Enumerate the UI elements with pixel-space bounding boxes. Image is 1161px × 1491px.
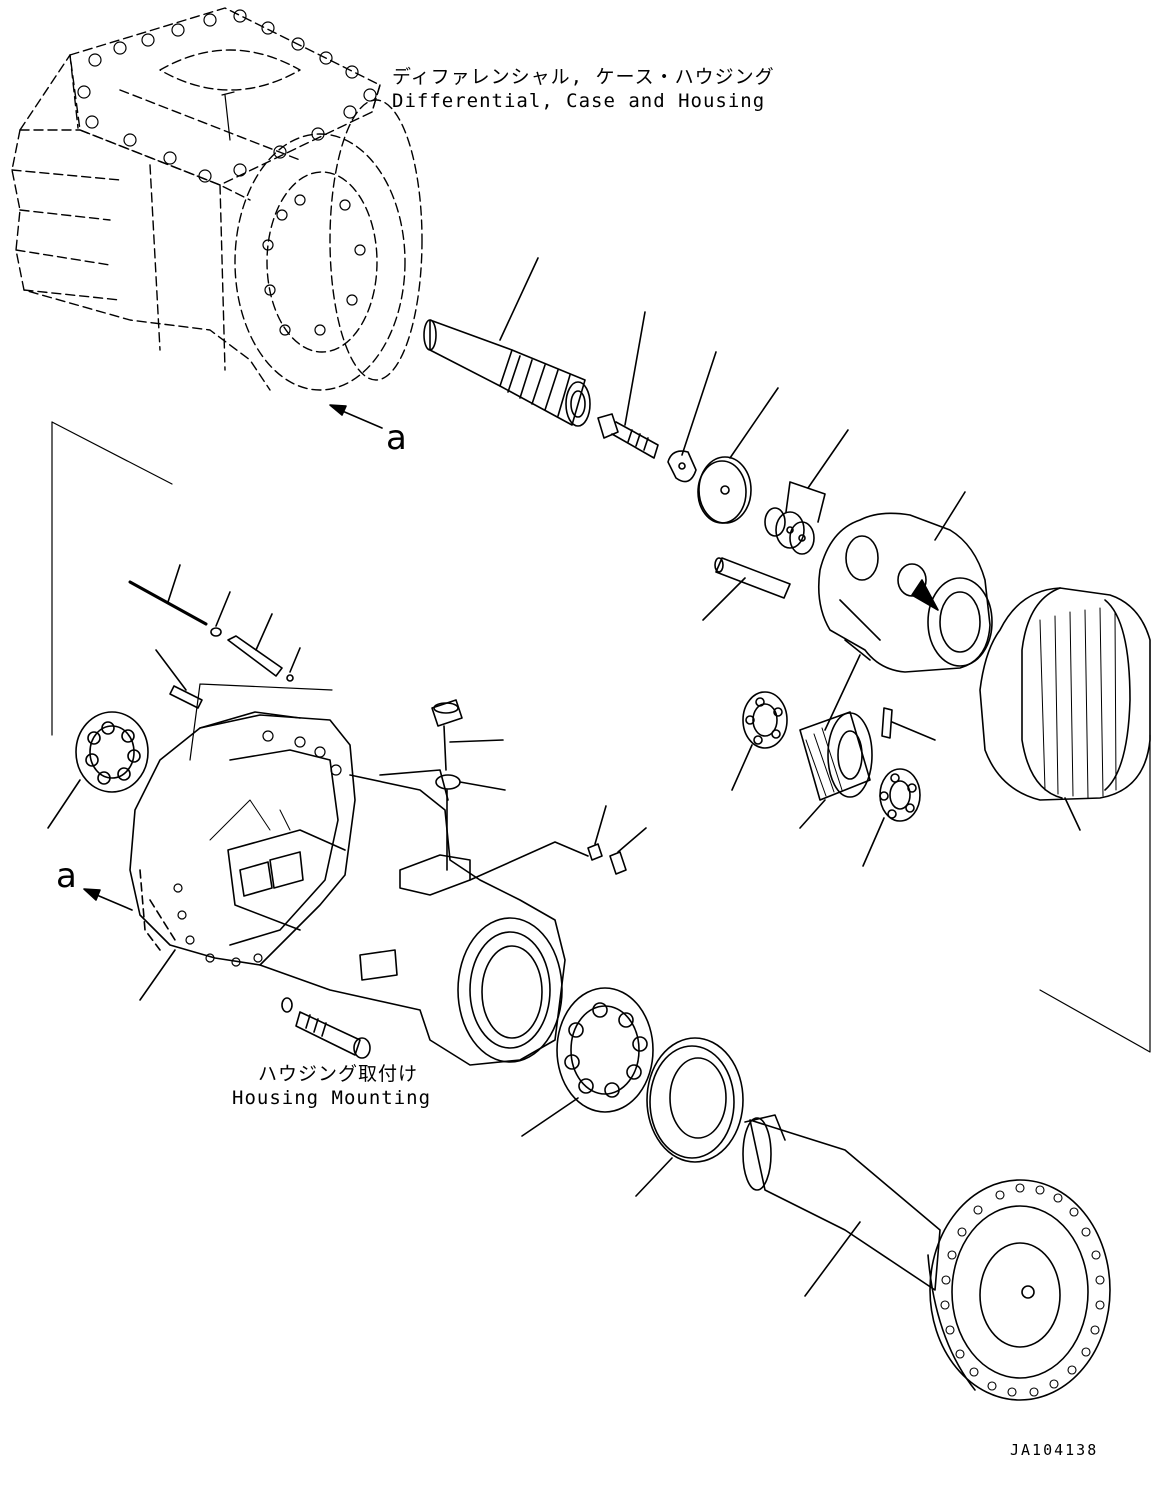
housing-lead [140,950,175,1000]
ring-gear [980,588,1150,830]
breather-o-ring [436,775,505,870]
bearing-bottom [522,988,653,1136]
oil-seal [636,1038,743,1196]
small-rod [130,565,206,624]
view-arrow-left [84,889,132,910]
spider-pin [703,558,790,620]
view-marker-left: a [56,856,77,896]
axle-housing [130,712,565,1065]
pinion-bearing-right [863,769,920,866]
differential-case-housing [12,8,422,390]
pin-small [882,708,935,740]
side-gear [800,712,872,828]
mounting-bolt [282,998,370,1058]
thrust-washer [698,388,778,523]
title-japanese: ディファレンシャル, ケース・ハウジング [392,66,775,88]
pinion-bearing-small [732,692,787,790]
bearing-left [48,712,148,828]
mounting-label-english: Housing Mounting [232,1087,432,1109]
differential-case [819,492,992,730]
bolt [598,312,658,458]
title-english: Differential, Case and Housing [392,90,766,112]
lead-lines-right [1040,735,1150,1052]
o-ring-small [211,592,230,636]
o-ring-tiny [287,648,300,681]
view-arrow-top [330,405,382,428]
lead-lines-left [52,422,332,760]
flange-bolt-holes [941,1184,1104,1396]
lock-plate [668,352,716,482]
axle-shaft-flange [743,1115,1110,1400]
view-marker-top: a [386,418,407,458]
dowel [156,650,202,708]
drawing-code: JA104138 [1010,1441,1099,1459]
pin-left [228,614,282,676]
plug-nut [470,806,646,880]
housing-bolts-top [78,10,376,335]
breather [432,700,503,770]
housing-bolts-left [174,731,341,966]
side-gear-washer-pair [765,430,848,554]
mounting-label-japanese: ハウジング取付け [258,1063,419,1085]
pinion-shaft [424,258,590,426]
